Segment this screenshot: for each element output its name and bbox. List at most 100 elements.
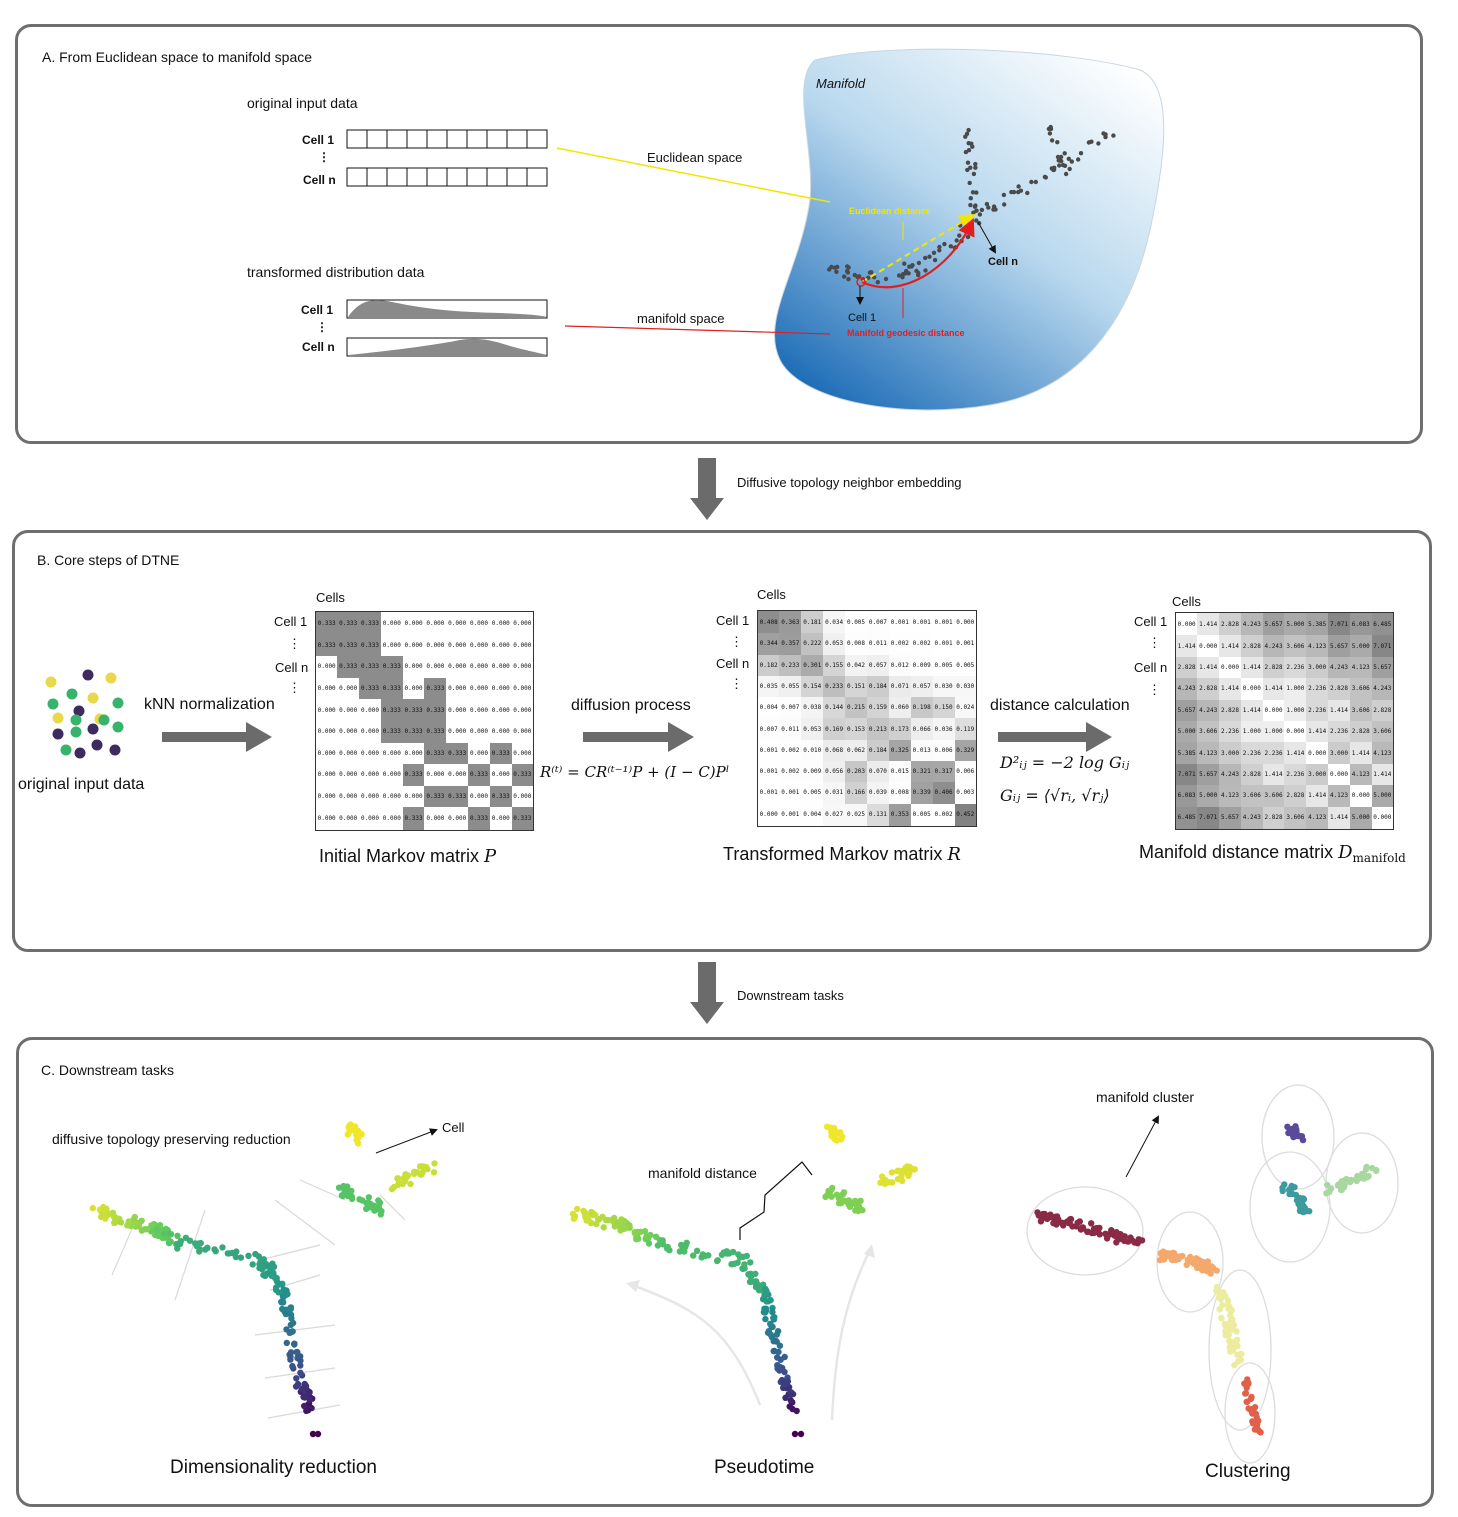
cell-point [268, 1272, 275, 1280]
matrix-cell: 0.008 [888, 782, 911, 804]
matrix-cell: 0.000 [511, 677, 534, 700]
data-point [932, 257, 938, 263]
cell-point [1074, 1219, 1081, 1227]
cell1-label: Cell 1 [302, 133, 335, 147]
matrix-cell: 0.333 [359, 677, 381, 700]
cell-point [645, 1240, 653, 1247]
matrix-cell: 0.333 [315, 634, 338, 657]
manifold-space-label: manifold space [637, 311, 725, 326]
data-point [1051, 167, 1057, 172]
cell-point [430, 1169, 438, 1176]
data-point [954, 238, 959, 243]
matrix-cell: 2.828 [1328, 678, 1350, 700]
cell-point [1242, 1390, 1249, 1397]
matrix-cell: 0.025 [845, 803, 867, 827]
reduction-label: diffusive topology preserving reduction [52, 1131, 291, 1147]
data-point [965, 234, 971, 240]
matrix-cell: 5.657 [1328, 635, 1350, 657]
matrix-cell: 0.452 [954, 803, 977, 827]
cell-point [249, 1261, 256, 1268]
matrix-cell: 0.333 [424, 785, 447, 808]
matrix-cell: 0.155 [823, 654, 846, 676]
cell-point [822, 1193, 829, 1201]
cell-point [255, 1253, 262, 1260]
matrix-cell: 0.363 [779, 610, 802, 634]
matrix-cell: 0.000 [1240, 678, 1263, 700]
matrix-cell: 0.000 [1175, 612, 1198, 636]
cell-point [1218, 1314, 1225, 1322]
cell-point [1373, 1167, 1380, 1175]
cell1-vector [346, 129, 548, 149]
matrix-cell: 0.000 [468, 677, 490, 700]
cell-point [212, 1248, 219, 1255]
cell-point [182, 1234, 190, 1242]
matrix-cell: 1.414 [1349, 742, 1372, 764]
matrix-cell: 0.000 [511, 785, 534, 808]
matrix-cell: 0.004 [801, 803, 824, 827]
matrix-cell: 2.828 [1262, 656, 1285, 679]
matrix-cell: 5.657 [1262, 612, 1285, 636]
matrix-cell: 0.000 [337, 785, 360, 808]
cell-point [631, 1230, 639, 1237]
matrix-cell: 0.031 [823, 782, 846, 804]
matrix-cell: 0.333 [380, 699, 403, 721]
matrix-cell: 0.184 [866, 675, 889, 698]
matrix-cell: 0.184 [866, 739, 889, 761]
matrix-cell: 0.119 [954, 718, 977, 740]
input-cell [52, 712, 64, 724]
cell-point [286, 1351, 293, 1358]
matrix-cell: 0.000 [468, 699, 490, 721]
matrix-cell: 0.000 [359, 742, 381, 765]
cell-point [1038, 1214, 1045, 1221]
cell-point [747, 1270, 754, 1278]
matrix-cell: 5.657 [1175, 699, 1198, 721]
cell-point [291, 1340, 298, 1348]
cells-label-p: Cells [316, 590, 345, 605]
matrix-r-ellipsis: ⋮ [730, 634, 743, 649]
matrix-cell: 0.000 [511, 742, 534, 765]
matrix-cell: 0.000 [359, 720, 381, 743]
cell-point [1247, 1395, 1255, 1403]
cell1-point-label: Cell 1 [848, 312, 877, 324]
cell-point [1226, 1337, 1233, 1345]
matrix-cell: 1.414 [1284, 742, 1307, 764]
data-point [967, 180, 972, 186]
cell-point [1237, 1357, 1245, 1364]
cell-point [635, 1235, 642, 1242]
matrix-cell: 6.083 [1349, 612, 1372, 636]
cell-point [117, 1219, 125, 1226]
matrix-cell: 0.333 [424, 699, 447, 721]
matrix-cell: 0.009 [910, 654, 933, 676]
data-point [923, 268, 928, 273]
cell-point [743, 1252, 750, 1260]
data-point [1055, 154, 1061, 160]
cell-point [154, 1232, 161, 1239]
cell-point [1113, 1239, 1120, 1246]
matrix-cell: 0.013 [910, 739, 933, 761]
cell-point [314, 1430, 322, 1438]
data-point [1042, 174, 1048, 180]
matrix-cell: 0.000 [468, 634, 490, 657]
matrix-cell: 5.000 [1197, 785, 1220, 807]
matrix-cell: 0.060 [888, 697, 911, 719]
cell-point [898, 1167, 905, 1175]
matrix-cell: 0.333 [424, 742, 447, 765]
cell-point [399, 1180, 406, 1188]
matrix-cell: 1.414 [1197, 612, 1220, 636]
data-point [986, 205, 991, 210]
cell-point [833, 1191, 841, 1198]
matrix-cell: 0.000 [468, 742, 490, 765]
matrix-cell: 0.333 [489, 785, 512, 808]
cell-point [1353, 1177, 1361, 1185]
transformed-label: transformed distribution data [247, 264, 425, 280]
cell-point [600, 1224, 607, 1231]
matrix-cell: 5.000 [1349, 635, 1372, 657]
matrix-cell: 2.828 [1219, 612, 1241, 636]
diffusion-label: diffusion process [571, 697, 691, 714]
cell-point [1217, 1295, 1225, 1303]
matrix-cell: 0.000 [489, 699, 512, 721]
data-point [1062, 151, 1067, 156]
matrix-cell: 4.123 [1306, 635, 1329, 657]
data-point [991, 204, 997, 209]
